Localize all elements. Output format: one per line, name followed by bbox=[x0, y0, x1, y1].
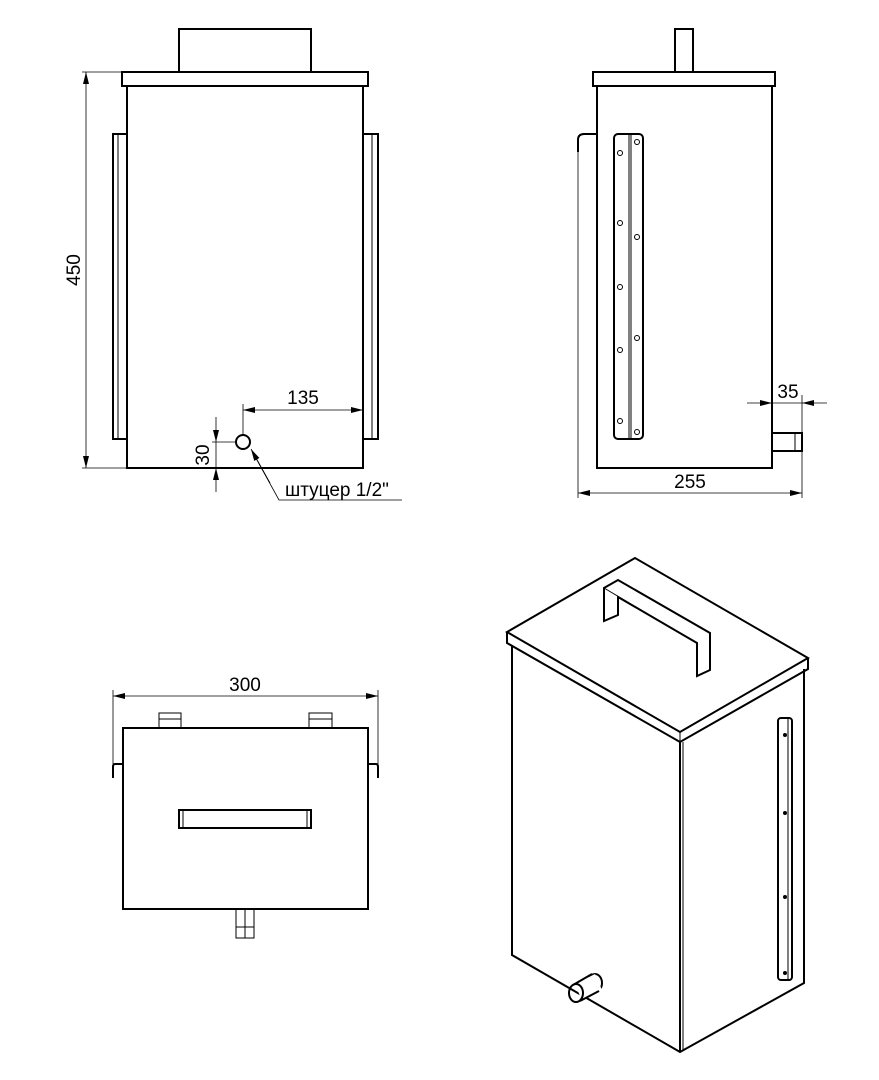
side-top-pipe bbox=[674, 28, 694, 73]
top-body bbox=[122, 727, 369, 910]
top-hook-right bbox=[368, 763, 379, 778]
dim-300-label: 300 bbox=[229, 675, 261, 696]
iso-lid-edge bbox=[506, 632, 809, 744]
front-view: 450 135 30 штуцер 1/2" bbox=[64, 28, 402, 501]
front-lid bbox=[121, 71, 369, 87]
fitting-circle bbox=[235, 434, 251, 450]
side-bracket-holes bbox=[617, 139, 640, 435]
side-hook bbox=[577, 133, 597, 152]
dim-30-label: 30 bbox=[193, 444, 214, 465]
top-hook-left bbox=[112, 763, 123, 778]
iso-fitting bbox=[568, 973, 603, 1003]
dim-450-label: 450 bbox=[64, 254, 85, 286]
side-fitting bbox=[771, 432, 803, 452]
dim-255-label: 255 bbox=[674, 472, 706, 493]
top-handle-slot bbox=[178, 809, 312, 829]
iso-handle bbox=[603, 578, 711, 678]
top-tab-right bbox=[308, 712, 333, 729]
side-view: 255 35 bbox=[577, 28, 827, 498]
front-body bbox=[126, 85, 364, 469]
iso-lid-top bbox=[505, 556, 810, 734]
front-top-handle bbox=[178, 28, 312, 73]
iso-side-bracket bbox=[777, 717, 793, 981]
isometric-view bbox=[505, 556, 810, 1054]
dim-135-label: 135 bbox=[287, 388, 319, 409]
iso-body bbox=[511, 645, 805, 1054]
top-tab-left bbox=[158, 712, 182, 729]
front-left-bracket bbox=[112, 133, 128, 440]
dim-35-label: 35 bbox=[777, 382, 798, 403]
side-lid bbox=[592, 71, 776, 87]
fitting-label: штуцер 1/2" bbox=[285, 480, 389, 501]
front-right-bracket bbox=[362, 133, 379, 440]
side-body bbox=[596, 85, 773, 469]
top-view: 300 bbox=[112, 675, 379, 939]
